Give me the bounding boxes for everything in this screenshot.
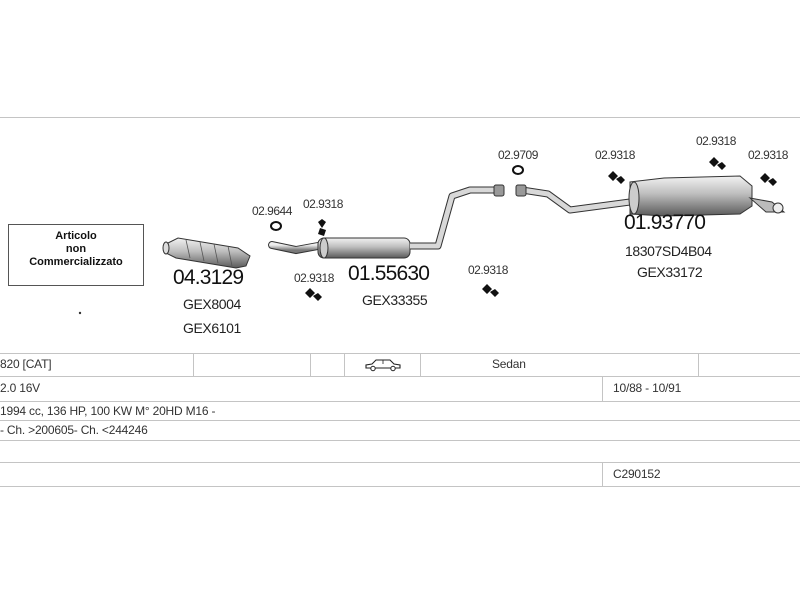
rubber-hanger-icon[interactable] [608,171,625,184]
rear-silencer[interactable] [515,175,786,217]
catalytic-converter[interactable] [162,237,251,269]
part-ref[interactable]: 02.9318 [294,271,334,285]
part-code: GEX8004 [183,296,241,312]
cell-divider [698,353,699,376]
cell-divider [420,353,421,376]
part-code: GEX33172 [637,264,703,280]
rubber-hanger-icon[interactable] [318,219,326,236]
table-border-6 [0,462,800,463]
part-ref[interactable]: 02.9644 [252,204,292,218]
part-ref[interactable]: 02.9318 [696,134,736,148]
cell-divider [193,353,194,376]
middle-silencer[interactable] [268,184,505,259]
part-code: GEX33355 [362,292,428,308]
engine: 2.0 16V [0,381,40,395]
notice-line: Articolo [55,230,97,242]
catalog-code: C290152 [613,467,661,481]
top-border [0,117,800,118]
cell-divider [344,353,345,376]
cell-divider [602,462,603,486]
notice-line: Commercializzato [29,256,123,268]
production-years: 10/88 - 10/91 [613,381,682,395]
not-sold-notice: Articolo non Commercializzato [8,224,144,286]
part-ref[interactable]: 02.9709 [498,148,538,162]
part-ref[interactable]: 02.9318 [303,197,343,211]
rubber-hanger-icon[interactable] [709,157,726,170]
part-code: GEX6101 [183,320,241,336]
part-code: 18307SD4B04 [625,243,712,259]
vehicle-model: 820 [CAT] [0,357,52,371]
chassis-range: - Ch. >200605- Ch. <244246 [0,423,148,437]
sedan-car-icon [365,359,401,372]
table-border-4 [0,420,800,421]
notice-line: non [65,243,87,255]
table-border-1 [0,353,800,354]
cell-divider [310,353,311,376]
table-border-5 [0,440,800,441]
rubber-hanger-icon[interactable] [482,284,499,297]
cell-divider [602,376,603,401]
rubber-hanger-icon[interactable] [305,288,322,301]
part-ref[interactable]: 02.9318 [595,148,635,162]
rubber-hanger-icon[interactable] [760,173,777,186]
part-ref[interactable]: 02.9318 [468,263,508,277]
part-number-middle[interactable]: 01.55630 [348,262,430,285]
body-type: Sedan [492,357,526,371]
clamp-icon[interactable] [512,165,524,175]
table-border-2 [0,376,800,377]
table-border-7 [0,486,800,487]
part-ref[interactable]: 02.9318 [748,148,788,162]
clamp-icon[interactable] [270,221,282,231]
engine-spec: 1994 cc, 136 HP, 100 KW M° 20HD M16 - [0,404,216,418]
table-border-3 [0,401,800,402]
part-number-rear[interactable]: 01.93770 [624,211,706,234]
part-number-catalytic[interactable]: 04.3129 [173,266,244,289]
